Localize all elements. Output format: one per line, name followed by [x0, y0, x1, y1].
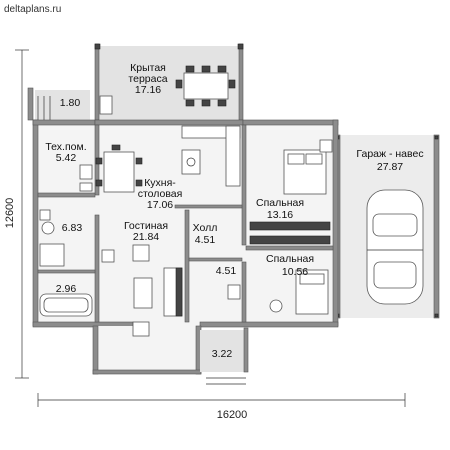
hall-area-value: 4.51: [195, 234, 216, 246]
porch-top-area-value: 1.80: [60, 97, 81, 109]
bedroom2-name: Спальная: [266, 253, 314, 265]
living-room-name: Гостиная: [124, 220, 168, 232]
wardrobe-icon: [249, 221, 331, 245]
bedroom1-area-value: 13.16: [267, 209, 293, 221]
hall-name: Холл: [193, 222, 218, 234]
porch-bottom-area: [200, 327, 249, 385]
terrace-name-line2: терраса: [128, 73, 167, 85]
kitchen-area-value: 17.06: [147, 199, 173, 211]
single-bed-icon: [295, 269, 329, 315]
depth-dimension: 12600: [4, 198, 16, 229]
boiler-icon: [79, 164, 93, 192]
sofa-icon: [163, 267, 183, 317]
dining-table-icon: [95, 144, 143, 193]
terrace-table-icon: [175, 65, 236, 107]
bathroom-fixtures-icon: [39, 209, 65, 267]
porch-top-area: [27, 87, 90, 122]
dimension-lines: [15, 49, 406, 407]
living-room-area-value: 21.84: [133, 231, 159, 243]
corridor-area-value: 4.51: [216, 265, 237, 277]
terrace-area-value: 17.16: [135, 84, 161, 96]
coffee-table-icon: [133, 277, 153, 309]
desk-chair-icon: [269, 299, 283, 313]
site-watermark: deltaplans.ru: [4, 4, 61, 15]
armchairs-icon: [101, 244, 150, 337]
garage-name: Гараж - навес: [356, 148, 423, 160]
bedroom2-area-value: 10.56: [282, 266, 308, 278]
tech-room-name: Тех.пом.: [45, 141, 86, 153]
tech-room-area-value: 5.42: [56, 152, 77, 164]
bedroom1-name: Спальная: [256, 197, 304, 209]
double-bed-icon: [283, 139, 333, 195]
car-icon: [366, 189, 424, 305]
porch-bottom-area-value: 3.22: [212, 348, 233, 360]
bathtub-icon: [39, 293, 93, 317]
garage-area-value: 27.87: [377, 161, 403, 173]
terrace-name-line1: Крытая: [130, 62, 166, 74]
width-dimension: 16200: [217, 409, 248, 421]
kitchen-counter-icon: [181, 125, 241, 187]
kitchen-name-line1: Кухня-: [144, 177, 176, 189]
kitchen-name-line2: столовая: [138, 188, 183, 200]
hall-cabinet-icon: [227, 284, 241, 300]
bath-area-value: 6.83: [62, 222, 83, 234]
terrace-armchair-icon: [99, 95, 113, 115]
wc-area-value: 2.96: [56, 283, 77, 295]
